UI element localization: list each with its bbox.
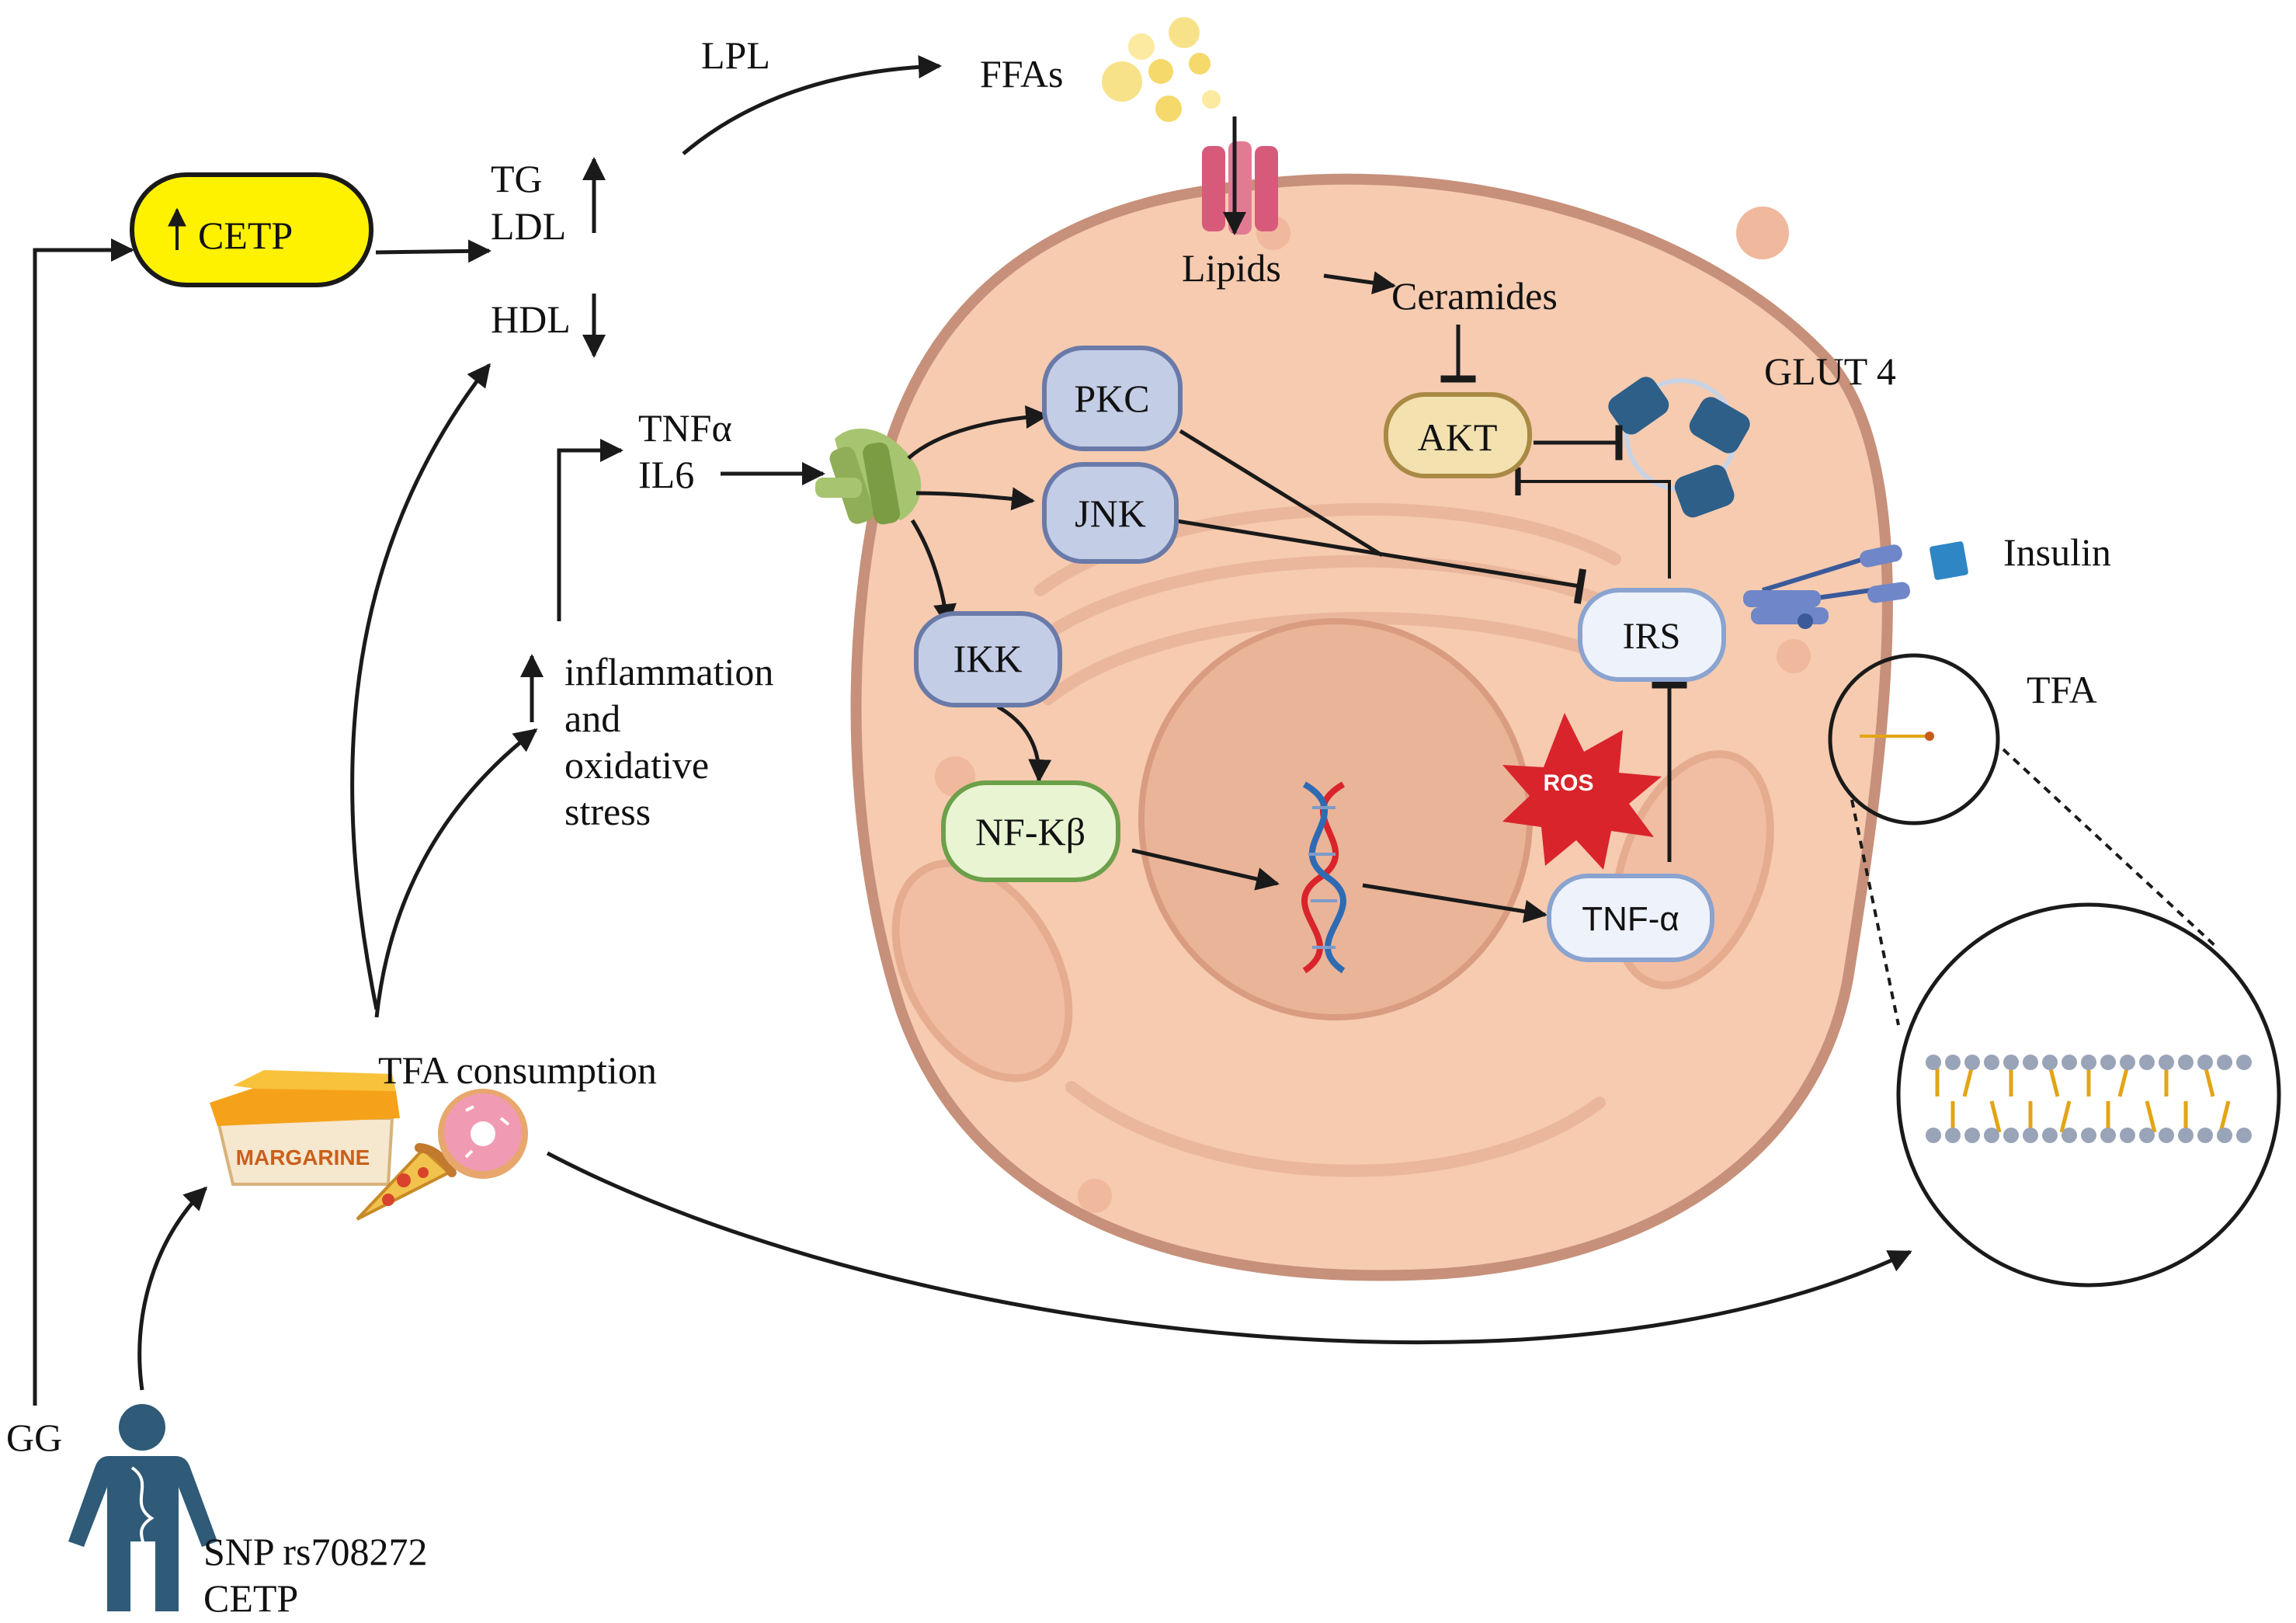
ros-burst-icon bbox=[1502, 713, 1662, 870]
tnf-alpha-cell-label: TNF-α bbox=[1582, 900, 1679, 938]
ldl-label: LDL bbox=[491, 204, 566, 248]
cell bbox=[850, 173, 1893, 1281]
gg-label: GG bbox=[6, 1416, 62, 1459]
lipid-channel-icon bbox=[1202, 141, 1278, 235]
tg-label: TG bbox=[491, 157, 543, 200]
stress-label: stress bbox=[564, 790, 651, 833]
nfkb-node bbox=[941, 780, 1120, 882]
ffa-droplets bbox=[1102, 17, 1221, 122]
akt-label: AKT bbox=[1418, 415, 1498, 459]
pkc-node bbox=[1042, 346, 1183, 451]
tnfa-label: TNFα bbox=[638, 406, 732, 450]
ikk-label: IKK bbox=[953, 637, 1023, 680]
tfa-label: TFA bbox=[2027, 668, 2097, 711]
dna-icon bbox=[1301, 781, 1346, 974]
margarine-label: MARGARINE bbox=[236, 1145, 370, 1169]
cetp-box-label: CETP bbox=[198, 214, 293, 257]
cetp-gene-label: CETP bbox=[203, 1576, 298, 1620]
cetp-box bbox=[130, 172, 373, 287]
person-icon bbox=[68, 1404, 217, 1611]
pkc-label: PKC bbox=[1074, 377, 1149, 420]
lipids-label: Lipids bbox=[1182, 246, 1281, 290]
jnk-label: JNK bbox=[1075, 492, 1146, 535]
endoplasmic-reticulum bbox=[1026, 503, 1645, 1177]
glut4-icon bbox=[1608, 377, 1750, 518]
margarine-icon: MARGARINE bbox=[210, 1070, 400, 1186]
snp-label: SNP rs708272 bbox=[203, 1530, 427, 1573]
lipid-bilayer-icon bbox=[1924, 1055, 2254, 1143]
ffas-label: FFAs bbox=[980, 52, 1063, 96]
tfa-small-circle bbox=[1828, 653, 2000, 825]
ikk-node bbox=[914, 611, 1062, 707]
ceramides-label: Ceramides bbox=[1391, 274, 1558, 318]
akt-node bbox=[1384, 392, 1532, 478]
glut4-label: GLUT 4 bbox=[1764, 349, 1896, 393]
irs-node bbox=[1578, 588, 1726, 682]
oxidative-label: oxidative bbox=[564, 743, 709, 787]
nucleus bbox=[1138, 618, 1533, 1020]
ros-label: ROS bbox=[1543, 770, 1593, 796]
donut-icon bbox=[438, 1089, 528, 1179]
insulin-receptor-icon bbox=[1743, 544, 1910, 629]
tnf-alpha-node bbox=[1547, 874, 1714, 962]
tfa-membrane-circle bbox=[1896, 902, 2281, 1288]
inflammation-label: inflammation bbox=[564, 650, 773, 693]
insulin-icon bbox=[1930, 541, 1968, 580]
nfkb-label: NF-Kβ bbox=[975, 810, 1085, 853]
jnk-node bbox=[1042, 462, 1179, 564]
hdl-label: HDL bbox=[491, 297, 571, 341]
tnf-receptor-icon bbox=[815, 428, 922, 525]
mitochondrion-left bbox=[891, 859, 1073, 1083]
and-label: and bbox=[564, 697, 620, 740]
pizza-icon bbox=[356, 1143, 457, 1221]
tfa-consumption-label: TFA consumption bbox=[378, 1048, 657, 1092]
pathway-lines bbox=[33, 54, 1912, 1406]
il6-label: IL6 bbox=[638, 453, 694, 496]
lpl-label: LPL bbox=[701, 33, 770, 77]
insulin-label: Insulin bbox=[2003, 530, 2111, 574]
irs-label: IRS bbox=[1623, 616, 1681, 657]
